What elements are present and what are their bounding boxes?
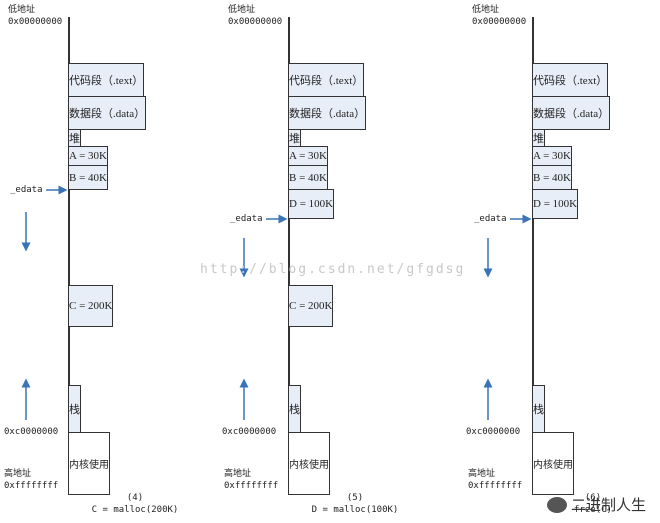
step-number: (6) — [584, 493, 602, 503]
stack-top-hex: 0xc0000000 — [466, 427, 521, 437]
memory-segment-stack: 栈 — [532, 385, 545, 433]
high-address-hex: 0xffffffff — [468, 481, 523, 491]
step-caption: (5) D = malloc(100K) — [290, 492, 420, 516]
memory-segment-stack: 栈 — [288, 385, 301, 433]
step-number: (4) — [126, 493, 144, 503]
edata-label: _edata — [474, 214, 507, 224]
high-address-label: 高地址 — [468, 469, 496, 479]
step-caption: (6) free(C) — [528, 492, 658, 516]
low-address-hex: 0x00000000 — [472, 17, 527, 27]
watermark-text: http://blog.csdn.net/gfgdsg — [200, 262, 466, 277]
step-number: (5) — [346, 493, 364, 503]
memory-segment-c: C = 200K — [288, 285, 334, 327]
memory-segment-data: 数据段（.data） — [288, 96, 367, 130]
low-address-label: 低地址 — [228, 5, 256, 15]
memory-segment-b: B = 40K — [68, 165, 108, 190]
brand-name: 二进制人生 — [570, 496, 646, 514]
high-address-hex: 0xffffffff — [224, 481, 279, 491]
memory-segment-kernel: 内核使用 — [288, 432, 330, 495]
memory-segment-a: A = 30K — [532, 146, 572, 166]
high-address-label: 高地址 — [224, 469, 252, 479]
wechat-icon — [546, 496, 567, 513]
step-caption: (4) C = malloc(200K) — [70, 492, 200, 516]
brand-logo: 二进制人生 — [546, 494, 646, 515]
low-address-label: 低地址 — [472, 5, 500, 15]
edata-label: _edata — [10, 185, 43, 195]
step-operation: free(C) — [574, 505, 612, 515]
edata-label: _edata — [230, 214, 263, 224]
high-address-hex: 0xffffffff — [4, 481, 59, 491]
high-address-label: 高地址 — [4, 469, 32, 479]
low-address-hex: 0x00000000 — [228, 17, 283, 27]
memory-segment-heap: 堆 — [532, 129, 545, 147]
step-operation: D = malloc(100K) — [311, 505, 399, 515]
memory-segment-d: D = 100K — [532, 189, 579, 219]
step-operation: C = malloc(200K) — [91, 505, 179, 515]
memory-segment-data: 数据段（.data） — [68, 96, 147, 130]
low-address-hex: 0x00000000 — [8, 17, 63, 27]
stack-top-hex: 0xc0000000 — [222, 427, 277, 437]
memory-segment-d: D = 100K — [288, 189, 335, 219]
memory-segment-text: 代码段（.text） — [532, 63, 609, 97]
low-address-label: 低地址 — [8, 5, 36, 15]
stack-top-hex: 0xc0000000 — [4, 427, 59, 437]
memory-segment-a: A = 30K — [68, 146, 108, 166]
memory-segment-data: 数据段（.data） — [532, 96, 611, 130]
memory-segment-c: C = 200K — [68, 285, 114, 327]
memory-segment-kernel: 内核使用 — [532, 432, 574, 495]
memory-segment-kernel: 内核使用 — [68, 432, 110, 495]
